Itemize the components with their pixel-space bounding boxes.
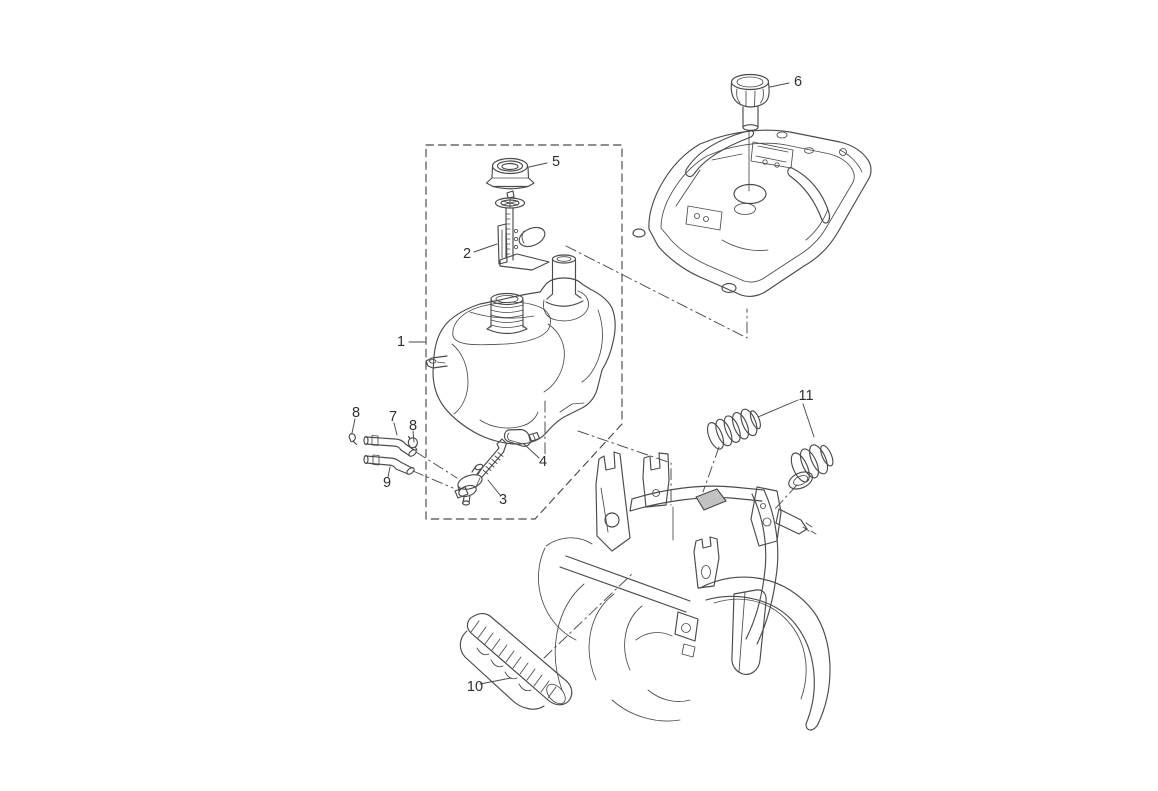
callout-5-filler-cap: 5	[551, 153, 561, 170]
footrest-rubber-art	[459, 612, 573, 710]
callout-3-fuel-cock: 3	[498, 491, 508, 508]
callout-11-springs: 11	[798, 387, 814, 404]
storage-tray-art	[632, 129, 872, 297]
callout-9-hose: 9	[382, 474, 392, 491]
callout-10-footrest: 10	[466, 678, 484, 695]
callout-8a-clip: 8	[351, 404, 361, 421]
hose-clip-8a-art	[348, 433, 358, 446]
assembly-group-outline	[425, 144, 623, 520]
damper-springs-art	[706, 408, 834, 490]
callout-7-hose: 7	[388, 408, 398, 425]
hose-clamp-art	[503, 428, 541, 447]
fuel-cap-art	[485, 157, 535, 190]
rear-frame-art	[538, 451, 831, 731]
callout-2-fuel-sender: 2	[462, 245, 472, 262]
fuel-tank-art	[425, 254, 616, 445]
callout-leader-lines	[351, 82, 815, 685]
fuel-cock-art	[454, 438, 508, 506]
callout-1-fuel-tank: 1	[396, 333, 406, 350]
fuel-hose-9-art	[363, 454, 415, 475]
callout-8b-clip: 8	[408, 417, 418, 434]
hose-clip-8b-art	[407, 435, 418, 451]
callout-6-tank-knob: 6	[793, 73, 803, 90]
alignment-lines	[412, 130, 798, 659]
fuel-hose-7-art	[363, 435, 417, 457]
fuel-sender-art	[494, 190, 550, 271]
tank-knob-art	[730, 73, 770, 131]
callout-4-hose-clamp: 4	[538, 453, 548, 470]
